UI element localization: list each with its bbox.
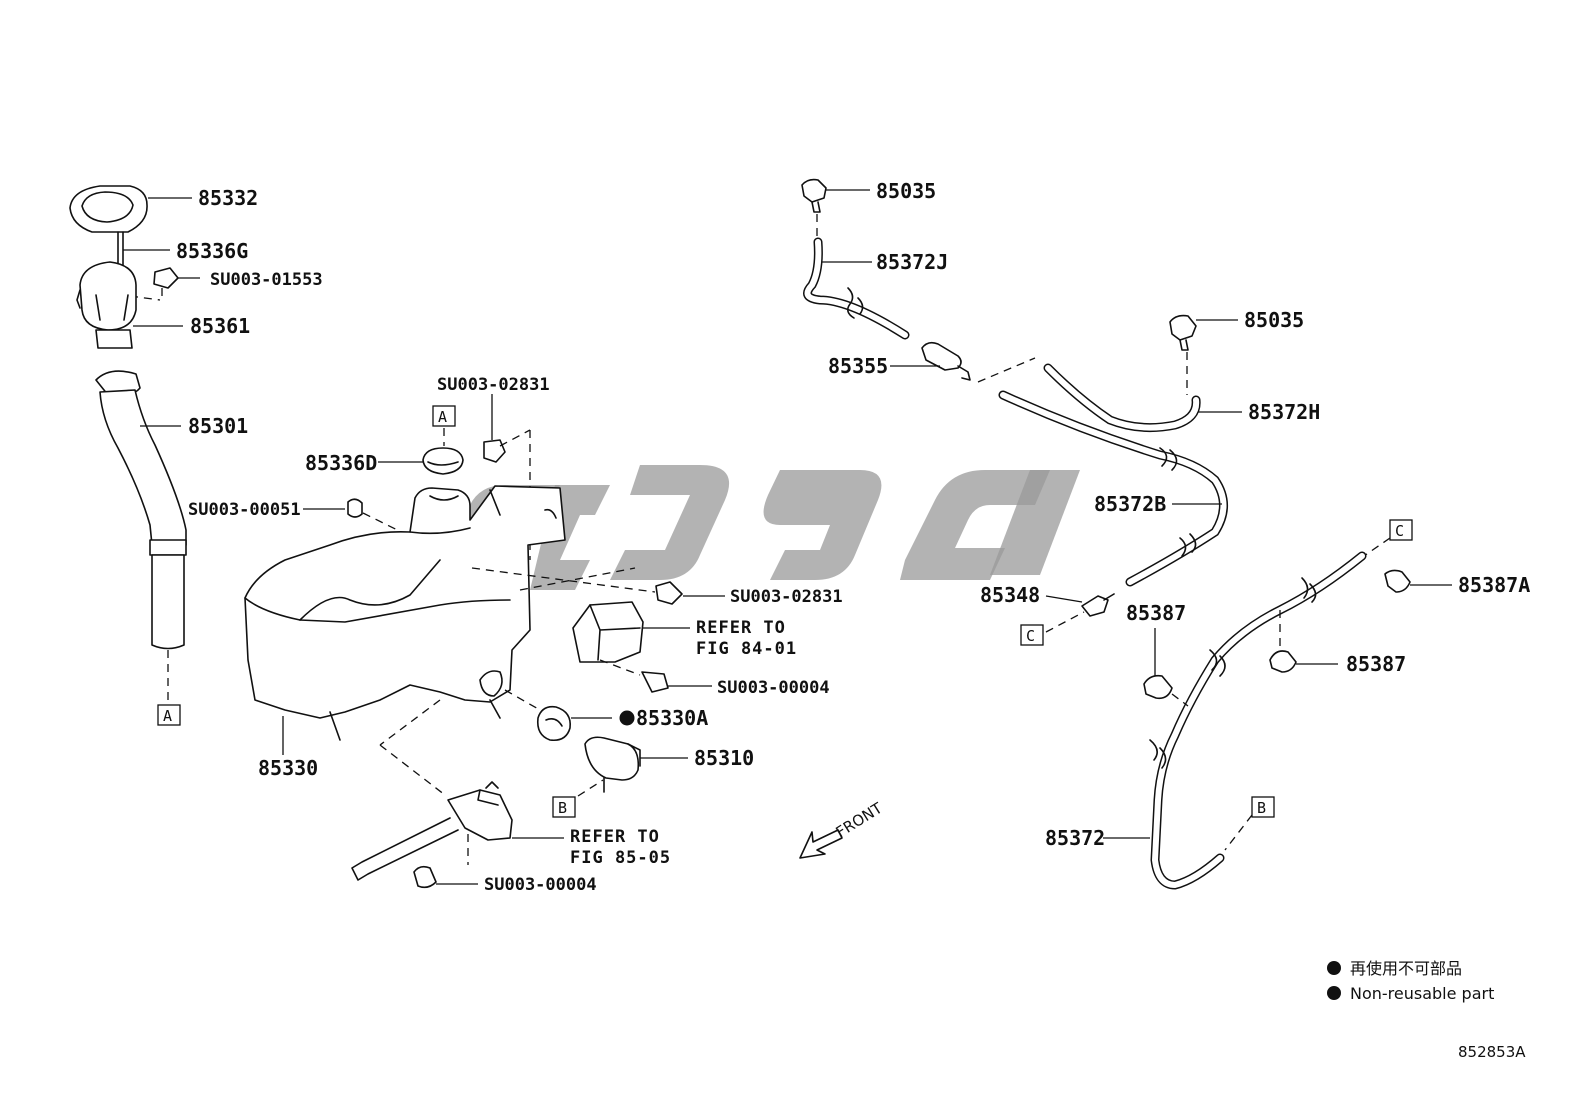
nozzle-85035-right xyxy=(1169,314,1238,395)
washer-tank-85330 xyxy=(244,485,566,755)
svg-text:A: A xyxy=(438,408,447,426)
clip-85387A xyxy=(1384,569,1452,593)
label-85332: 85332 xyxy=(198,186,258,210)
filler-neck-85361 xyxy=(76,261,183,349)
connector-b-mid: B xyxy=(552,779,604,818)
label-85372B: 85372B xyxy=(1094,492,1166,516)
label-85336D: 85336D xyxy=(305,451,377,475)
watermark-logo xyxy=(450,465,1080,590)
bolt-su003-00004-bot xyxy=(413,865,478,889)
clip-su003-02831-top xyxy=(483,394,531,560)
grommet-85336D xyxy=(378,447,464,475)
check-valve-85355 xyxy=(890,341,1036,383)
refer-85-line2: FIG 85-05 xyxy=(570,848,671,868)
label-85372J: 85372J xyxy=(876,250,948,274)
refer-85-line1: REFER TO xyxy=(570,827,660,847)
connector-b-right: B xyxy=(1224,796,1275,851)
label-85372: 85372 xyxy=(1045,826,1105,850)
label-85310: 85310 xyxy=(694,746,754,770)
pump-85310 xyxy=(584,736,688,793)
refer-84-line2: FIG 84-01 xyxy=(696,639,797,659)
sensor-lower xyxy=(351,699,564,881)
legend-line-en: Non-reusable part xyxy=(1350,984,1494,1003)
hose-85372B xyxy=(998,390,1228,587)
filler-cap-85332 xyxy=(69,185,192,233)
label-85035-right: 85035 xyxy=(1244,308,1304,332)
clip-85387-left xyxy=(1143,628,1189,707)
label-85387-right: 85387 xyxy=(1346,652,1406,676)
label-85361: 85361 xyxy=(190,314,250,338)
label-85336G: 85336G xyxy=(176,239,248,263)
level-sensor-module xyxy=(519,567,690,663)
label-85387A: 85387A xyxy=(1458,573,1530,597)
filler-pipe-85301 xyxy=(95,370,187,700)
joint-85348 xyxy=(1045,593,1115,633)
connector-a-top: A xyxy=(432,405,456,446)
figure-id: 852853A xyxy=(1458,1043,1526,1061)
label-su003-02831-top: SU003-02831 xyxy=(437,375,550,395)
hose-85372J xyxy=(803,237,910,340)
label-85387-left: 85387 xyxy=(1126,601,1186,625)
bolt-su003-00004-mid xyxy=(599,659,712,693)
legend: 再使用不可部品 Non-reusable part xyxy=(1327,959,1494,1003)
strap-85336G xyxy=(117,231,170,269)
clip-su003-01553 xyxy=(129,267,200,302)
grommet-85330A xyxy=(504,689,635,742)
svg-text:B: B xyxy=(558,799,567,817)
label-85330: 85330 xyxy=(258,756,318,780)
label-85372H: 85372H xyxy=(1248,400,1320,424)
label-85035-top: 85035 xyxy=(876,179,936,203)
label-85330A: 85330A xyxy=(636,706,708,730)
connector-c-right: C xyxy=(1363,519,1413,557)
label-su003-00004-bot: SU003-00004 xyxy=(484,875,597,895)
front-label: FRONT xyxy=(833,799,887,842)
clip-su003-02831-mid xyxy=(471,567,725,605)
svg-text:B: B xyxy=(1257,799,1266,817)
label-su003-00004-mid: SU003-00004 xyxy=(717,678,830,698)
legend-line-jp: 再使用不可部品 xyxy=(1350,959,1462,978)
nozzle-85035-top xyxy=(801,178,870,236)
label-85355: 85355 xyxy=(828,354,888,378)
label-su003-01553: SU003-01553 xyxy=(210,270,323,290)
label-85348: 85348 xyxy=(980,583,1040,607)
svg-text:C: C xyxy=(1026,627,1035,645)
hose-85372H xyxy=(1043,363,1242,433)
label-su003-02831-mid: SU003-02831 xyxy=(730,587,843,607)
connector-a-left: A xyxy=(157,704,181,726)
front-arrow-icon: FRONT xyxy=(799,799,887,859)
svg-text:A: A xyxy=(163,707,172,725)
clip-85387-right xyxy=(1269,610,1338,673)
label-85301: 85301 xyxy=(188,414,248,438)
connector-c-mid: C xyxy=(1020,624,1044,646)
refer-84-line1: REFER TO xyxy=(696,618,786,638)
label-su003-00051: SU003-00051 xyxy=(188,500,301,520)
hose-85372 xyxy=(1103,551,1367,890)
svg-text:C: C xyxy=(1395,522,1404,540)
